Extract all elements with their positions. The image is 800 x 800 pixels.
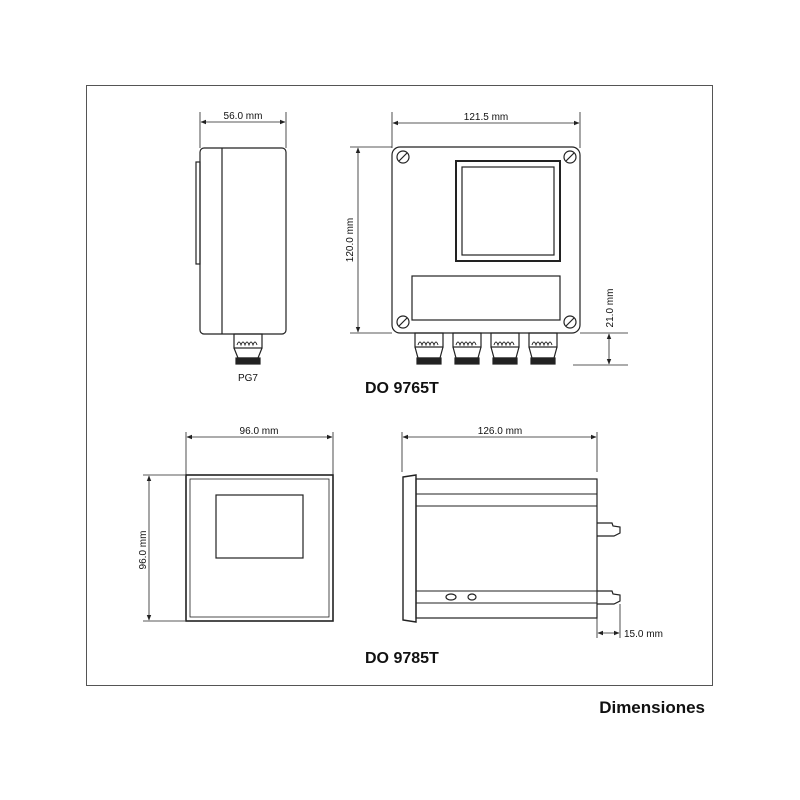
do9785t-side-view xyxy=(401,432,621,638)
do9765t-front-view xyxy=(350,112,628,366)
do9785t-front-width-label: 96.0 mm xyxy=(240,426,279,437)
do9765t-front-height-label: 120.0 mm xyxy=(345,218,356,262)
do9785t-front-view xyxy=(143,432,334,622)
do9785t-front-height-label: 96.0 mm xyxy=(138,531,149,570)
do9765t-side-width-label: 56.0 mm xyxy=(224,111,263,122)
do9785t-terminal-label: 15.0 mm xyxy=(624,629,663,640)
model-label-do9785t: DO 9785T xyxy=(365,650,439,667)
do9785t-side-depth-label: 126.0 mm xyxy=(478,426,522,437)
figure-caption: Dimensiones xyxy=(599,698,705,717)
do9765t-front-width-label: 121.5 mm xyxy=(464,112,508,123)
do9765t-gland-height-label: 21.0 mm xyxy=(605,289,616,328)
do9765t-side-view xyxy=(195,112,287,365)
gland-label: PG7 xyxy=(238,373,258,384)
diagram-frame xyxy=(86,85,713,686)
model-label-do9765t: DO 9765T xyxy=(365,380,439,397)
